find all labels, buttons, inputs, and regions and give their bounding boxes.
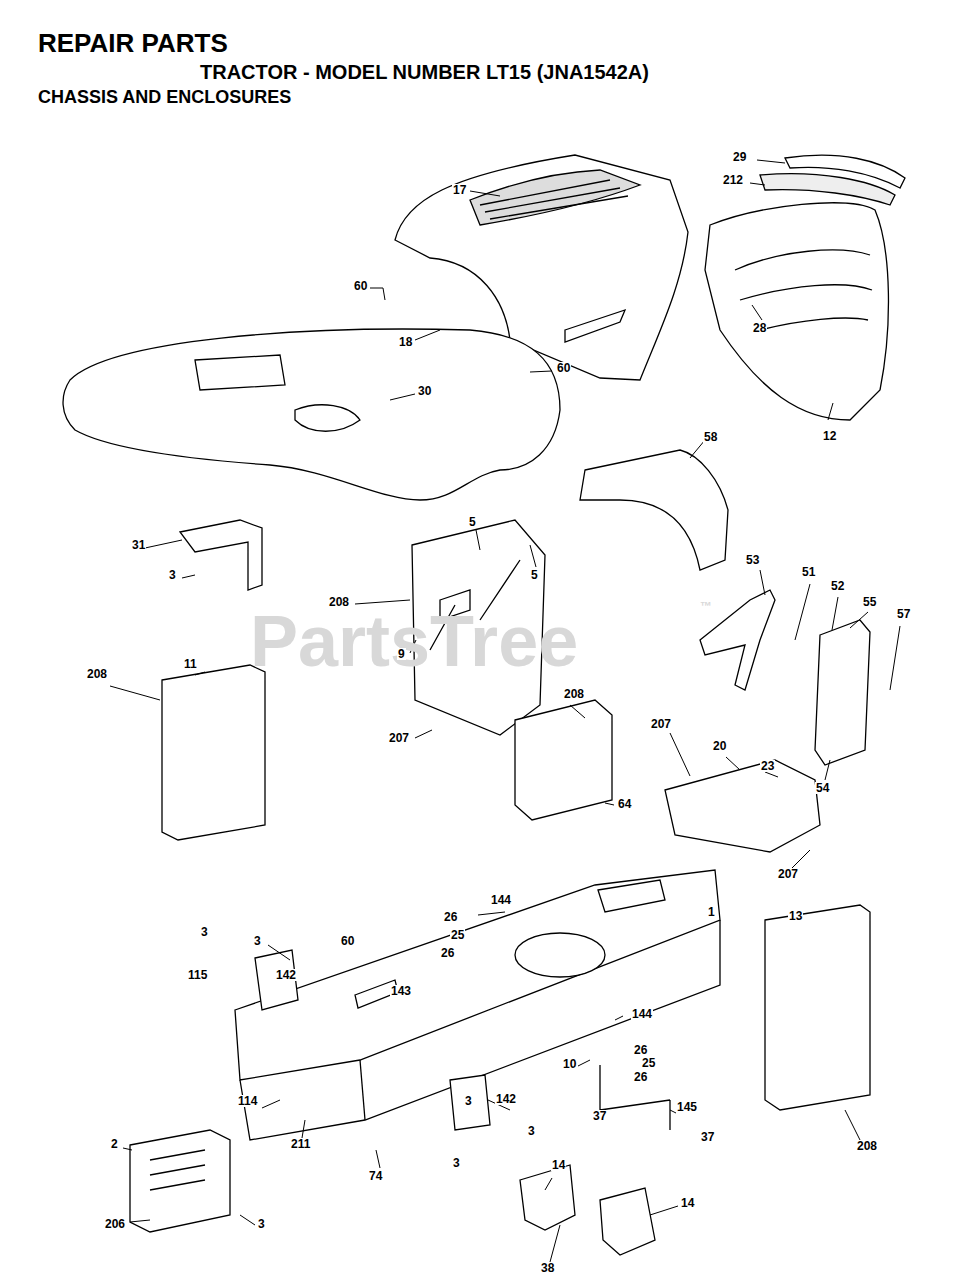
callout-number: 3 <box>200 926 209 938</box>
callout-number: 144 <box>631 1008 653 1020</box>
callout-number: 37 <box>700 1131 715 1143</box>
callout-number: 3 <box>452 1157 461 1169</box>
callout-number: 3 <box>527 1125 536 1137</box>
callout-number: 5 <box>468 516 477 528</box>
callout-number: 3 <box>257 1218 266 1230</box>
watermark: PartsTree <box>250 605 578 677</box>
callout-number: 38 <box>540 1262 555 1274</box>
callout-number: 208 <box>856 1140 878 1152</box>
callout-number: 11 <box>183 658 198 670</box>
callout-number: 26 <box>633 1044 648 1056</box>
callout-number: 142 <box>495 1093 517 1105</box>
callout-number: 37 <box>592 1110 607 1122</box>
callout-number: 51 <box>801 566 816 578</box>
callout-number: 207 <box>388 732 410 744</box>
callout-number: 60 <box>556 362 571 374</box>
callout-number: 208 <box>328 596 350 608</box>
callout-number: 144 <box>490 894 512 906</box>
callout-number: 25 <box>641 1057 656 1069</box>
callout-number: 3 <box>464 1095 473 1107</box>
callout-number: 23 <box>760 760 775 772</box>
callout-number: 26 <box>443 911 458 923</box>
callout-number: 53 <box>745 554 760 566</box>
callout-number: 3 <box>253 935 262 947</box>
callout-number: 20 <box>712 740 727 752</box>
callout-number: 60 <box>353 280 368 292</box>
callout-number: 9 <box>397 648 406 660</box>
callout-number: 58 <box>703 431 718 443</box>
callout-number: 52 <box>830 580 845 592</box>
callout-number: 212 <box>722 174 744 186</box>
callout-number: 207 <box>777 868 799 880</box>
callout-number: 5 <box>530 569 539 581</box>
callout-number: 12 <box>822 430 837 442</box>
callout-number: 26 <box>633 1071 648 1083</box>
callout-number: 143 <box>390 985 412 997</box>
callout-number: 1 <box>707 906 716 918</box>
callout-number: 30 <box>417 385 432 397</box>
callout-number: 26 <box>440 947 455 959</box>
callout-number: 25 <box>450 929 465 941</box>
callout-number: 54 <box>815 782 830 794</box>
callout-number: 55 <box>862 596 877 608</box>
callout-number: 211 <box>290 1138 311 1150</box>
callout-number: 142 <box>275 969 297 981</box>
callout-number: 14 <box>551 1159 566 1171</box>
callout-number: 114 <box>237 1095 258 1107</box>
callout-number: 57 <box>896 608 911 620</box>
callout-number: 18 <box>398 336 413 348</box>
callout-number: 206 <box>104 1218 126 1230</box>
callout-number: 29 <box>732 151 747 163</box>
callout-number: 10 <box>562 1058 577 1070</box>
callout-number: 2 <box>110 1138 119 1150</box>
callout-number: 64 <box>617 798 632 810</box>
callout-number: 208 <box>563 688 585 700</box>
watermark: ™ <box>700 600 712 612</box>
callout-number: 207 <box>650 718 672 730</box>
callout-number: 28 <box>752 322 767 334</box>
callout-number: 17 <box>452 184 467 196</box>
callout-number: 208 <box>86 668 108 680</box>
callout-number: 60 <box>340 935 355 947</box>
callout-number: 145 <box>676 1101 698 1113</box>
subheading: CHASSIS AND ENCLOSURES <box>38 88 291 106</box>
callout-number: 3 <box>168 569 177 581</box>
callout-number: 14 <box>680 1197 695 1209</box>
callout-number: 13 <box>788 910 803 922</box>
page-title: REPAIR PARTS <box>38 30 228 56</box>
subheading: TRACTOR - MODEL NUMBER LT15 (JNA1542A) <box>200 62 649 82</box>
callout-number: 115 <box>187 969 208 981</box>
callout-number: 31 <box>131 539 146 551</box>
callout-number: 74 <box>368 1170 383 1182</box>
